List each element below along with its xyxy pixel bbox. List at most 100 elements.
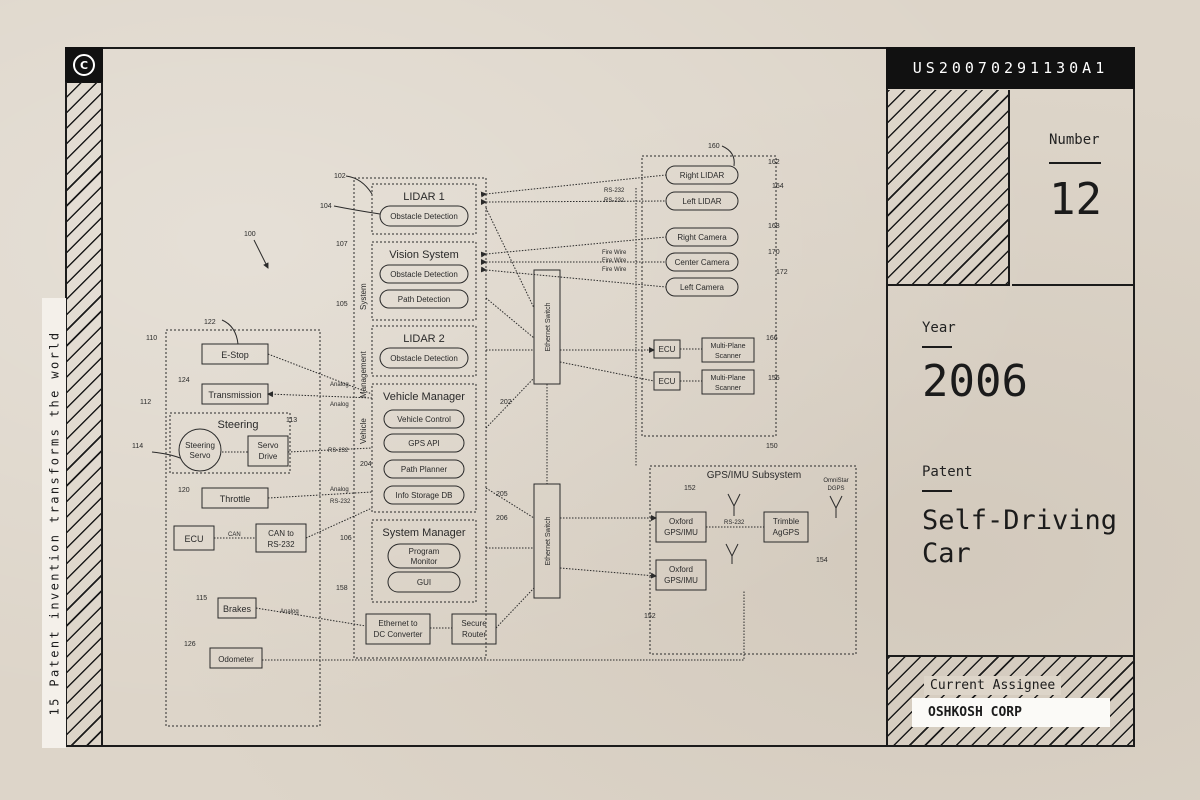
odometer-box bbox=[209, 647, 263, 669]
rs232-e-label: RS-232 bbox=[724, 520, 745, 526]
ethernet-dc-label-2: DC Converter bbox=[374, 630, 423, 639]
oxford-1-label-a: Oxford bbox=[669, 517, 693, 526]
management-vertical-label: Management bbox=[359, 351, 368, 398]
can-rs232-label-1: CAN to bbox=[268, 529, 294, 538]
steering-servo-label-2: Servo bbox=[190, 451, 211, 460]
wire-right-camera bbox=[480, 236, 667, 258]
ref-150: 150 bbox=[766, 443, 778, 450]
odometer-label: Odometer bbox=[218, 655, 254, 664]
rs232-a-label: RS-232 bbox=[604, 188, 625, 194]
wire-switch-ecu2 bbox=[559, 361, 655, 382]
ref-112: 112 bbox=[140, 399, 151, 406]
lidar2-label: LIDAR 2 bbox=[403, 333, 445, 345]
info-storage-label: Info Storage DB bbox=[396, 491, 453, 500]
leader-114 bbox=[151, 451, 181, 459]
ref-113: 113 bbox=[286, 417, 297, 424]
year-label: Year bbox=[922, 320, 956, 336]
analog-a-label: Analog bbox=[330, 382, 349, 388]
center-camera-pill bbox=[665, 252, 739, 272]
trimble-label-2: AgGPS bbox=[773, 528, 800, 537]
ref-156: 156 bbox=[768, 375, 780, 382]
ref-103: 102 bbox=[334, 173, 346, 180]
system-vertical-label: System bbox=[359, 283, 368, 310]
mp-scanner-2-label-b: Scanner bbox=[715, 385, 742, 392]
mp-scanner-1-label-a: Multi-Plane bbox=[710, 343, 745, 350]
copyright-badge: C bbox=[65, 47, 103, 83]
info-column bbox=[886, 47, 1135, 747]
number-label: Number bbox=[1049, 132, 1100, 148]
obstacle-detection-2-label: Obstacle Detection bbox=[390, 270, 458, 279]
ref-154: 154 bbox=[816, 557, 828, 564]
mp-scanner-1-label-b: Scanner bbox=[715, 353, 742, 360]
wire-router-switch bbox=[495, 587, 535, 629]
ref-160: 160 bbox=[708, 143, 720, 150]
details-panel: Year 2006 Patent Self-Driving Car bbox=[888, 288, 1135, 654]
analog-b-label: Analog bbox=[330, 402, 349, 408]
leader-122 bbox=[221, 319, 239, 345]
leader-lines bbox=[151, 145, 735, 459]
ethernet-switch-1-label: Ethernet Switch bbox=[545, 302, 552, 351]
number-value: 12 bbox=[1049, 174, 1102, 225]
lidar2-outline bbox=[371, 325, 477, 377]
secure-router-box bbox=[451, 613, 497, 645]
ethernet-dc-box bbox=[365, 613, 431, 645]
oxford-2-label-a: Oxford bbox=[669, 565, 693, 574]
series-label: 15 Patent invention transforms the world bbox=[47, 330, 62, 716]
path-planner-pill bbox=[383, 459, 465, 479]
actuator-group-outline bbox=[165, 329, 321, 727]
ref-115: 115 bbox=[196, 595, 207, 602]
steering-label: Steering bbox=[218, 419, 259, 431]
ref-168: 168 bbox=[768, 223, 780, 230]
patent-label: Patent bbox=[922, 464, 973, 480]
number-divider bbox=[1049, 162, 1101, 164]
leader-100 bbox=[253, 239, 269, 269]
connectors bbox=[214, 174, 764, 661]
path-detection-pill bbox=[379, 289, 469, 309]
vision-system-outline bbox=[371, 241, 477, 321]
gps-api-pill bbox=[383, 433, 465, 453]
wire-brakes-dc bbox=[255, 607, 367, 627]
gps-subsystem-label: GPS/IMU Subsystem bbox=[707, 470, 801, 481]
rs232-b-label: RS-232 bbox=[604, 198, 625, 204]
oxford-1-label-b: GPS/IMU bbox=[664, 528, 698, 537]
gps-antenna-2-icon bbox=[725, 543, 739, 564]
vehicle-control-pill bbox=[383, 409, 465, 429]
obstacle-detection-3-label: Obstacle Detection bbox=[390, 354, 458, 363]
ecu-right-2-label: ECU bbox=[659, 377, 676, 386]
fire-wire-b-label: Fire Wire bbox=[602, 258, 627, 264]
ref-114: 114 bbox=[132, 443, 143, 450]
right-camera-label: Right Camera bbox=[677, 233, 727, 242]
wire-vm-switch1 bbox=[485, 377, 535, 429]
throttle-label: Throttle bbox=[220, 494, 251, 504]
path-detection-label: Path Detection bbox=[398, 295, 450, 304]
wire-left-camera bbox=[480, 266, 667, 288]
copyright-icon: C bbox=[73, 54, 95, 76]
omnistar-antenna-icon bbox=[829, 495, 843, 518]
left-hatch-column bbox=[65, 82, 103, 747]
fire-wire-c-label: Fire Wire bbox=[602, 267, 627, 273]
series-label-tab: 15 Patent invention transforms the world bbox=[42, 298, 66, 748]
ref-126: 126 bbox=[184, 641, 196, 648]
estop-label: E-Stop bbox=[221, 350, 249, 360]
ref-100: 100 bbox=[244, 231, 256, 238]
lidar1-outline bbox=[371, 183, 477, 235]
ethernet-switch-2-label: Ethernet Switch bbox=[545, 516, 552, 565]
gps-subsystem-outline bbox=[649, 465, 857, 655]
gps-api-label: GPS API bbox=[408, 439, 440, 448]
wire-labels: RS-232 RS-232 Fire Wire Fire Wire Fire W… bbox=[228, 188, 745, 615]
ref-202: 202 bbox=[500, 399, 512, 406]
ref-164: 164 bbox=[772, 183, 784, 190]
ref-122: 122 bbox=[204, 319, 216, 326]
lidar2-block: LIDAR 2 Obstacle Detection bbox=[379, 333, 469, 369]
ref-172: 172 bbox=[776, 269, 788, 276]
patent-number-header: US20070291130A1 bbox=[886, 47, 1135, 89]
wire-left-lidar bbox=[480, 199, 667, 206]
ref-158: 158 bbox=[336, 585, 348, 592]
gps-antenna-1-icon bbox=[727, 493, 741, 516]
system-manager-label: System Manager bbox=[382, 527, 465, 539]
ref-152b: 152 bbox=[644, 613, 656, 620]
gui-label: GUI bbox=[417, 578, 431, 587]
reference-numerals: 100 102 104 105 106 107 110 112 113 114 … bbox=[132, 143, 828, 648]
steering-servo-label-1: Steering bbox=[185, 441, 215, 450]
leader-104 bbox=[333, 205, 381, 215]
